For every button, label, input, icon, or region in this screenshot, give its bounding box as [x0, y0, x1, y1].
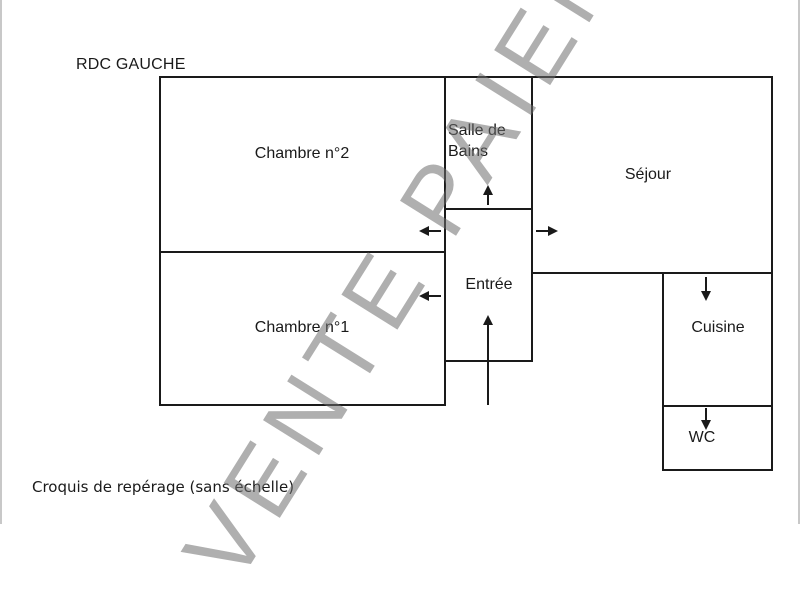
plan-title: RDC GAUCHE	[76, 56, 186, 73]
label-salle-de-bains-line2: Bains	[448, 143, 489, 160]
room-chambre-2	[159, 76, 446, 253]
label-chambre-1: Chambre n°1	[254, 319, 350, 336]
label-wc: WC	[688, 429, 716, 446]
frame-right-edge	[798, 0, 800, 524]
label-salle-de-bains: Salle de Bains	[446, 120, 534, 162]
frame-left-edge	[0, 0, 2, 524]
label-cuisine: Cuisine	[691, 319, 745, 336]
label-sejour: Séjour	[624, 166, 672, 183]
room-sejour	[532, 76, 773, 274]
label-entree: Entrée	[465, 276, 513, 293]
label-salle-de-bains-line1: Salle de	[448, 122, 506, 139]
floor-plan	[159, 76, 773, 471]
room-wc	[662, 405, 773, 471]
room-cuisine	[662, 272, 773, 407]
plan-caption: Croquis de repérage (sans échelle)	[32, 478, 295, 496]
label-chambre-2: Chambre n°2	[254, 145, 350, 162]
